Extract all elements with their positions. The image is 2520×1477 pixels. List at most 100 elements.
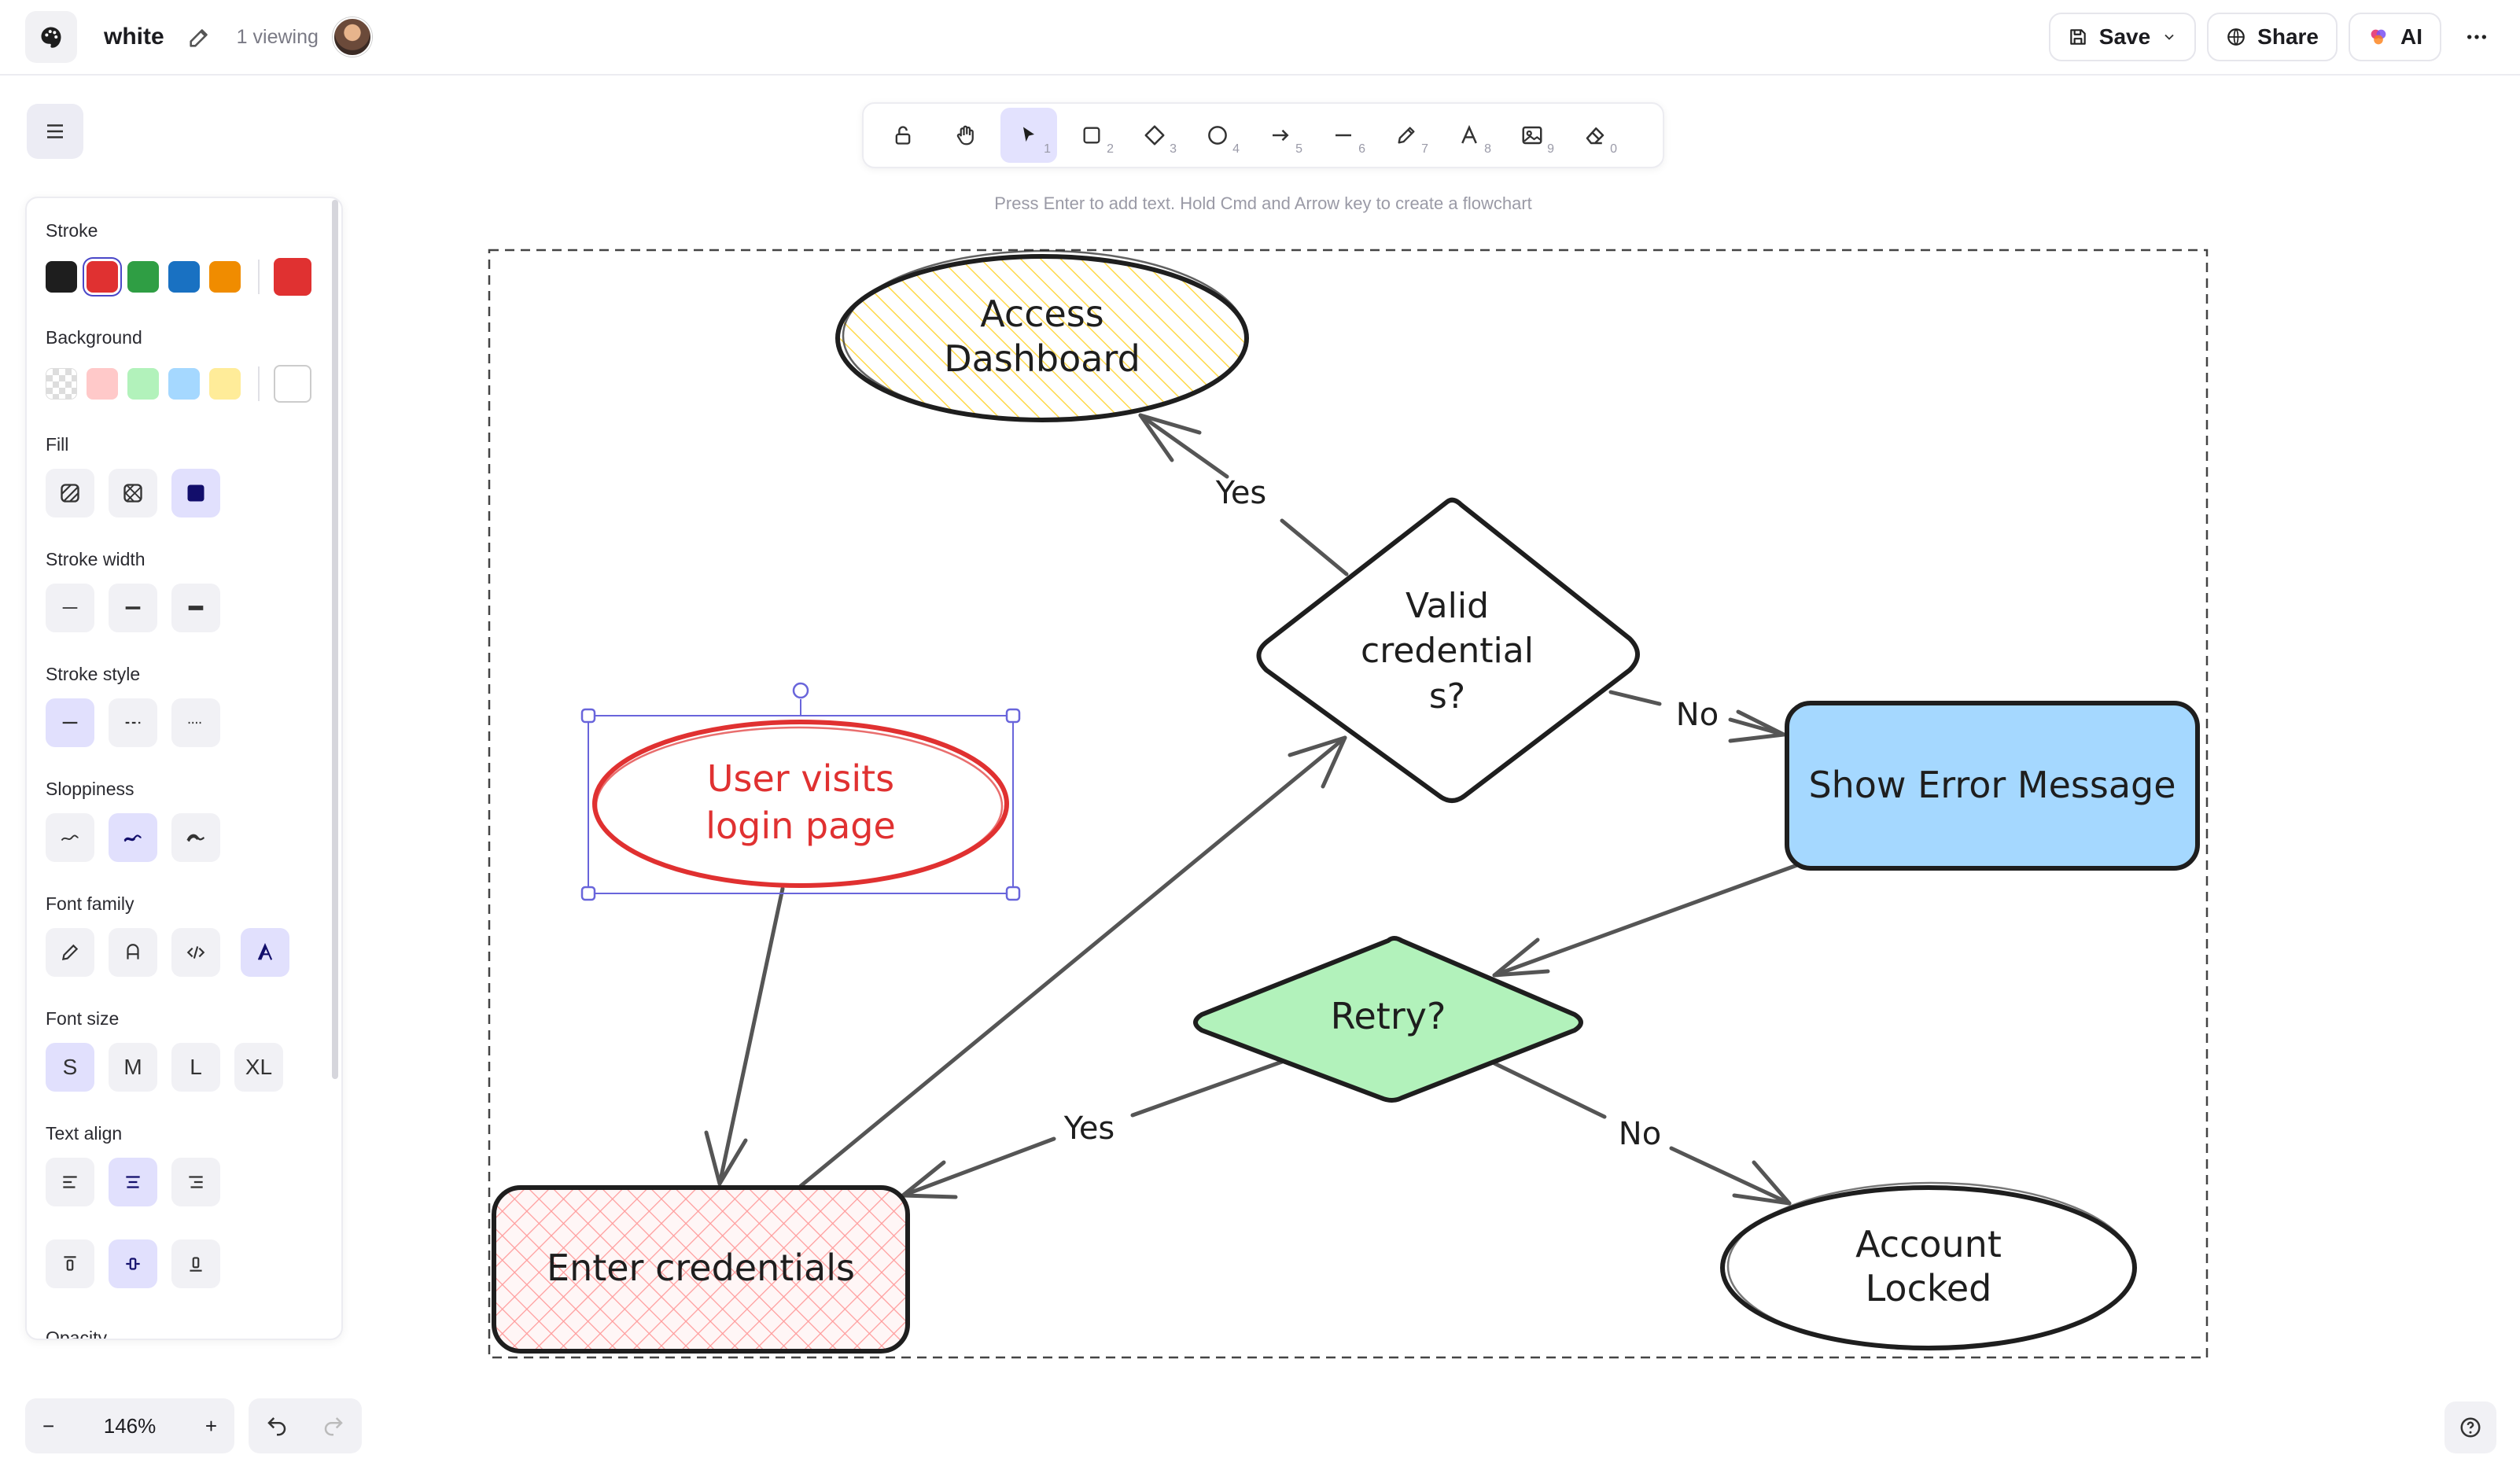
node-access-dashboard[interactable]: Access Dashboard	[835, 249, 1249, 422]
hand-icon	[956, 125, 974, 145]
stroke-swatch-orange[interactable]	[209, 261, 241, 293]
panel-scrollbar[interactable]	[332, 200, 338, 1079]
font-family-more-button[interactable]	[241, 928, 289, 977]
collaborator-avatar[interactable]	[332, 17, 372, 57]
stroke-style-solid-button[interactable]	[46, 698, 94, 747]
tool-line[interactable]: 6	[1315, 108, 1372, 163]
font-code-button[interactable]	[171, 928, 220, 977]
stroke-width-extra-bold-button[interactable]	[171, 584, 220, 632]
save-button[interactable]: Save	[2048, 13, 2197, 61]
align-center-button[interactable]	[109, 1158, 157, 1206]
main-menu-button[interactable]	[27, 104, 83, 159]
edge-label-valid-yes[interactable]: Yes	[1215, 475, 1267, 511]
document-title[interactable]: white	[104, 24, 164, 50]
tool-ellipse[interactable]: 4	[1189, 108, 1246, 163]
sloppiness-artist-button[interactable]	[109, 813, 157, 862]
fill-cross-hatch-button[interactable]	[109, 469, 157, 518]
stroke-swatch-red[interactable]	[87, 261, 118, 293]
background-swatch-transparent[interactable]	[46, 368, 77, 400]
stroke-swatch-black[interactable]	[46, 261, 77, 293]
resize-handle-br[interactable]	[1005, 886, 1021, 901]
tool-key-2: 2	[1107, 142, 1114, 156]
tool-text[interactable]: 8	[1441, 108, 1498, 163]
background-swatch-yellow[interactable]	[209, 368, 241, 400]
edge-label-retry-no[interactable]: No	[1619, 1116, 1661, 1152]
valign-bottom-button[interactable]	[171, 1239, 220, 1288]
arrow-retry-to-enter[interactable]	[901, 1059, 1284, 1199]
resize-handle-bl[interactable]	[580, 886, 596, 901]
tool-draw[interactable]: 7	[1378, 108, 1435, 163]
node-valid-line3: s?	[1429, 676, 1465, 716]
text-align-label: Text align	[46, 1123, 123, 1144]
tool-image[interactable]: 9	[1504, 108, 1560, 163]
node-user-visits[interactable]: User visits login page	[592, 720, 1009, 888]
sloppiness-cartoonist-button[interactable]	[171, 813, 220, 862]
node-account-locked[interactable]: Account Locked	[1720, 1181, 2137, 1351]
save-icon	[2070, 29, 2086, 45]
font-size-xl-button[interactable]: XL	[234, 1043, 283, 1092]
eraser-icon	[1586, 127, 1604, 145]
stroke-style-dotted-button[interactable]	[171, 698, 220, 747]
fill-hachure-button[interactable]	[46, 469, 94, 518]
edge-label-retry-yes[interactable]: Yes	[1063, 1111, 1115, 1147]
ai-button[interactable]: AI	[2349, 13, 2441, 61]
resize-handle-tl[interactable]	[580, 708, 596, 724]
arrow-error-to-retry[interactable]	[1492, 863, 1800, 978]
tool-rectangle[interactable]: 2	[1063, 108, 1120, 163]
font-size-large-button[interactable]: L	[171, 1043, 220, 1092]
stroke-width-bold-button[interactable]	[109, 584, 157, 632]
palette-logo-button[interactable]	[25, 11, 77, 63]
font-size-small-button[interactable]: S	[46, 1043, 94, 1092]
stroke-swatch-green[interactable]	[127, 261, 159, 293]
stroke-style-dashed-button[interactable]	[109, 698, 157, 747]
undo-icon[interactable]	[265, 1414, 289, 1438]
pencil-icon	[1398, 127, 1415, 144]
more-options-button[interactable]	[2452, 13, 2501, 61]
background-swatch-green[interactable]	[127, 368, 159, 400]
tool-eraser[interactable]: 0	[1567, 108, 1623, 163]
font-normal-button[interactable]	[109, 928, 157, 977]
arrow-valid-to-error[interactable]	[1608, 690, 1786, 743]
arrow-user-to-enter[interactable]	[704, 886, 785, 1186]
zoom-in-button[interactable]: +	[204, 1413, 217, 1438]
align-left-button[interactable]	[46, 1158, 94, 1206]
align-right-button[interactable]	[171, 1158, 220, 1206]
stroke-width-thin-button[interactable]	[46, 584, 94, 632]
resize-handle-tr[interactable]	[1005, 708, 1021, 724]
node-retry[interactable]: Retry?	[1193, 936, 1583, 1103]
node-enter-credentials[interactable]: Enter credentials	[492, 1185, 910, 1354]
edge-label-valid-no[interactable]: No	[1676, 697, 1719, 733]
diagram-frame[interactable]	[488, 249, 2209, 1359]
background-swatch-blue[interactable]	[168, 368, 200, 400]
node-valid-credentials[interactable]: Valid credential s?	[1256, 497, 1640, 803]
arrow-enter-to-valid[interactable]	[798, 735, 1347, 1188]
selection-box[interactable]	[580, 682, 1021, 901]
stroke-swatch-blue[interactable]	[168, 261, 200, 293]
help-button[interactable]	[2444, 1401, 2496, 1453]
arrow-valid-to-dashboard[interactable]	[1138, 413, 1349, 576]
dashed-line-icon	[125, 721, 141, 724]
sloppiness-architect-button[interactable]	[46, 813, 94, 862]
node-show-error[interactable]: Show Error Message	[1785, 701, 2200, 871]
edit-title-icon[interactable]	[186, 24, 213, 50]
font-size-medium-button[interactable]: M	[109, 1043, 157, 1092]
arrow-retry-to-locked[interactable]	[1492, 1061, 1792, 1206]
background-swatch-pink[interactable]	[87, 368, 118, 400]
tool-hand[interactable]	[938, 108, 994, 163]
stroke-current-color[interactable]	[274, 258, 311, 296]
tool-arrow[interactable]: 5	[1252, 108, 1309, 163]
tool-diamond[interactable]: 3	[1126, 108, 1183, 163]
font-hand-drawn-button[interactable]	[46, 928, 94, 977]
tool-lock[interactable]	[875, 108, 931, 163]
zoom-level[interactable]: 146%	[103, 1413, 157, 1438]
share-button[interactable]: Share	[2207, 13, 2338, 61]
valign-middle-button[interactable]	[109, 1239, 157, 1288]
background-current-color[interactable]	[274, 365, 311, 403]
rotate-handle[interactable]	[792, 682, 809, 699]
fill-solid-button[interactable]	[171, 469, 220, 518]
tool-selection[interactable]: 1	[1000, 108, 1057, 163]
redo-icon[interactable]	[322, 1414, 345, 1438]
valign-top-button[interactable]	[46, 1239, 94, 1288]
zoom-out-button[interactable]: −	[42, 1413, 55, 1438]
